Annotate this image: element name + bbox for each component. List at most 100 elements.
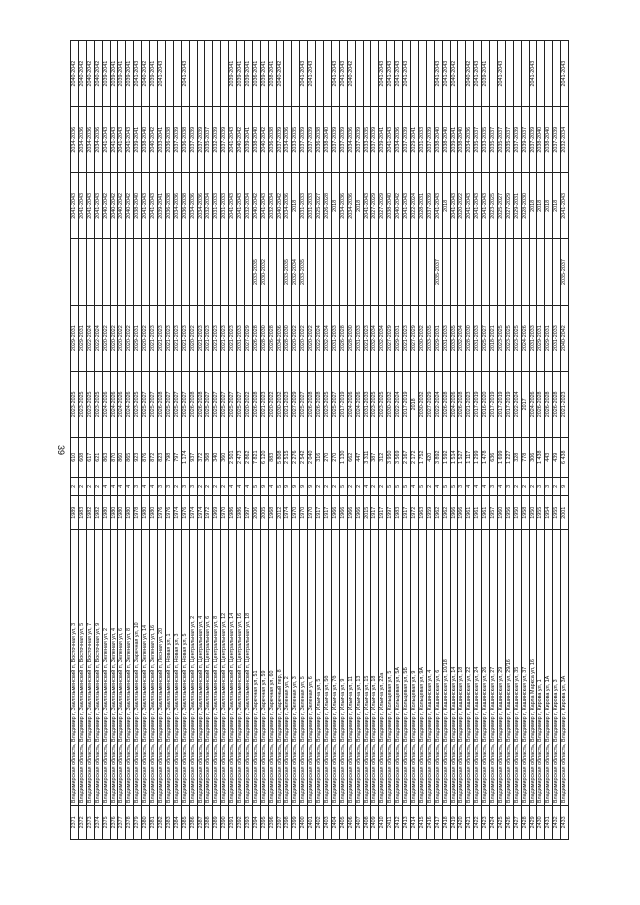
- cell-period-5: 2038-2040: [544, 106, 553, 173]
- cell-period-2: 2024-2026: [521, 305, 530, 372]
- cell-period-6: 2039-2041: [125, 40, 134, 107]
- cell-period-2: 2031-2033: [552, 305, 561, 372]
- cell-period-3: [378, 238, 387, 306]
- cell-build-year: 1917: [378, 495, 387, 530]
- cell-period-1: 2024-2026: [110, 371, 118, 438]
- cell-period-3: [489, 238, 498, 306]
- cell-build-year: 2015: [363, 495, 371, 530]
- cell-period-5: 2040-2042: [260, 106, 269, 173]
- cell-period-6: 2041-2043: [133, 40, 142, 107]
- cell-area: 2 501: [228, 437, 237, 478]
- cell-row-number: 2428: [521, 805, 530, 840]
- cell-address: Владимирская область, Владимир г, Кирова…: [536, 529, 545, 806]
- cell-period-4: 2018: [291, 172, 300, 239]
- cell-floors: 4: [125, 477, 134, 496]
- cell-period-2: 2027-2029: [410, 305, 419, 372]
- cell-period-5: 2037-2039: [529, 106, 537, 173]
- cell-area: 2 542: [299, 437, 308, 478]
- cell-period-4: 2037-2039: [426, 172, 435, 239]
- cell-period-3: 2032-2034: [291, 238, 300, 306]
- cell-period-4: 2018: [355, 172, 364, 239]
- cell-address: Владимирская область, Владимир г, Закляз…: [236, 529, 245, 806]
- cell-address: Владимирская область, Владимир г, Закляз…: [117, 529, 126, 806]
- cell-area: 439: [552, 437, 561, 478]
- cell-period-3: [355, 238, 364, 306]
- cell-period-6: 2040-2042: [450, 40, 458, 107]
- cell-period-3: [268, 238, 277, 306]
- cell-period-4: 2040-2042: [102, 172, 111, 239]
- cell-address: Владимирская область, Владимир г, Заречн…: [260, 529, 269, 806]
- cell-build-year: 1950: [529, 495, 537, 530]
- cell-area: 621: [94, 437, 103, 478]
- cell-period-1: 2021-2023: [283, 371, 292, 438]
- cell-period-5: 2041-2043: [386, 106, 395, 173]
- cell-period-5: 2035-2037: [497, 106, 506, 173]
- cell-row-number: 2412: [394, 805, 403, 840]
- cell-period-1: 2021-2023: [260, 371, 269, 438]
- cell-period-3: [236, 238, 245, 306]
- cell-area: 797: [173, 437, 182, 478]
- cell-build-year: 1962: [434, 495, 443, 530]
- cell-period-1: 2025-2027: [228, 371, 237, 438]
- cell-period-6: [536, 40, 545, 107]
- cell-area: 443: [544, 437, 553, 478]
- cell-floors: 4: [236, 477, 245, 496]
- cell-period-4: 2018: [442, 172, 450, 239]
- cell-period-1: 2024-2026: [450, 371, 458, 438]
- cell-period-4: 2040-2042: [110, 172, 118, 239]
- cell-period-4: 2039-2041: [157, 172, 166, 239]
- cell-period-3: [189, 238, 197, 306]
- cell-address: Владимирская область, Владимир г, Закляз…: [197, 529, 205, 806]
- cell-period-2: 2026-2028: [339, 305, 348, 372]
- cell-build-year: 1969: [212, 495, 221, 530]
- cell-period-3: [370, 238, 379, 306]
- cell-period-2: 2023-2025: [513, 305, 522, 372]
- cell-row-number: 2414: [410, 805, 419, 840]
- cell-period-3: [173, 238, 182, 306]
- cell-period-4: 2041-2043: [465, 172, 474, 239]
- cell-address: Владимирская область, Владимир г, Карла …: [529, 529, 537, 806]
- cell-floors: 4: [363, 477, 371, 496]
- cell-floors: 2: [86, 477, 95, 496]
- cell-build-year: 1980: [125, 495, 134, 530]
- cell-build-year: 1978: [133, 495, 142, 530]
- cell-row-number: 2427: [513, 805, 522, 840]
- cell-period-3: [529, 238, 537, 306]
- cell-period-3: [402, 238, 411, 306]
- cell-build-year: 1966: [331, 495, 340, 530]
- cell-period-3: [536, 238, 545, 306]
- cell-build-year: 1982: [94, 495, 103, 530]
- cell-area: 3 311: [363, 437, 371, 478]
- cell-period-4: 2027-2029: [370, 172, 379, 239]
- cell-build-year: 1966: [450, 495, 458, 530]
- cell-build-year: 1917: [315, 495, 324, 530]
- cell-period-3: [513, 238, 522, 306]
- cell-period-2: 2033-2035: [426, 305, 435, 372]
- cell-period-5: 2041-2043: [102, 106, 111, 173]
- cell-row-number: 2420: [457, 805, 466, 840]
- cell-row-number: 2405: [339, 805, 348, 840]
- cell-area: 823: [157, 437, 166, 478]
- cell-period-6: 2039-2041: [102, 40, 111, 107]
- cell-area: 608: [78, 437, 87, 478]
- cell-floors: 3: [536, 477, 545, 496]
- cell-area: 883: [268, 437, 277, 478]
- cell-period-1: 2024-2026: [125, 371, 134, 438]
- cell-floors: 3: [165, 477, 174, 496]
- cell-period-4: 2031-2033: [220, 172, 229, 239]
- cell-address: Владимирская область, Владимир г, Закляз…: [189, 529, 197, 806]
- cell-period-6: 2040-2042: [94, 40, 103, 107]
- cell-period-1: 2026-2028: [157, 371, 166, 438]
- cell-build-year: 1966: [355, 495, 364, 530]
- cell-period-1: 2027-2029: [426, 371, 435, 438]
- cell-period-4: 2031-2033: [212, 172, 221, 239]
- cell-period-3: [386, 238, 395, 306]
- cell-period-4: 2018: [331, 172, 340, 239]
- cell-address: Владимирская область, Владимир г, Кольце…: [410, 529, 419, 806]
- cell-period-6: 2039-2041: [244, 40, 253, 107]
- cell-address: Владимирская область, Владимир г, Закляз…: [70, 529, 79, 806]
